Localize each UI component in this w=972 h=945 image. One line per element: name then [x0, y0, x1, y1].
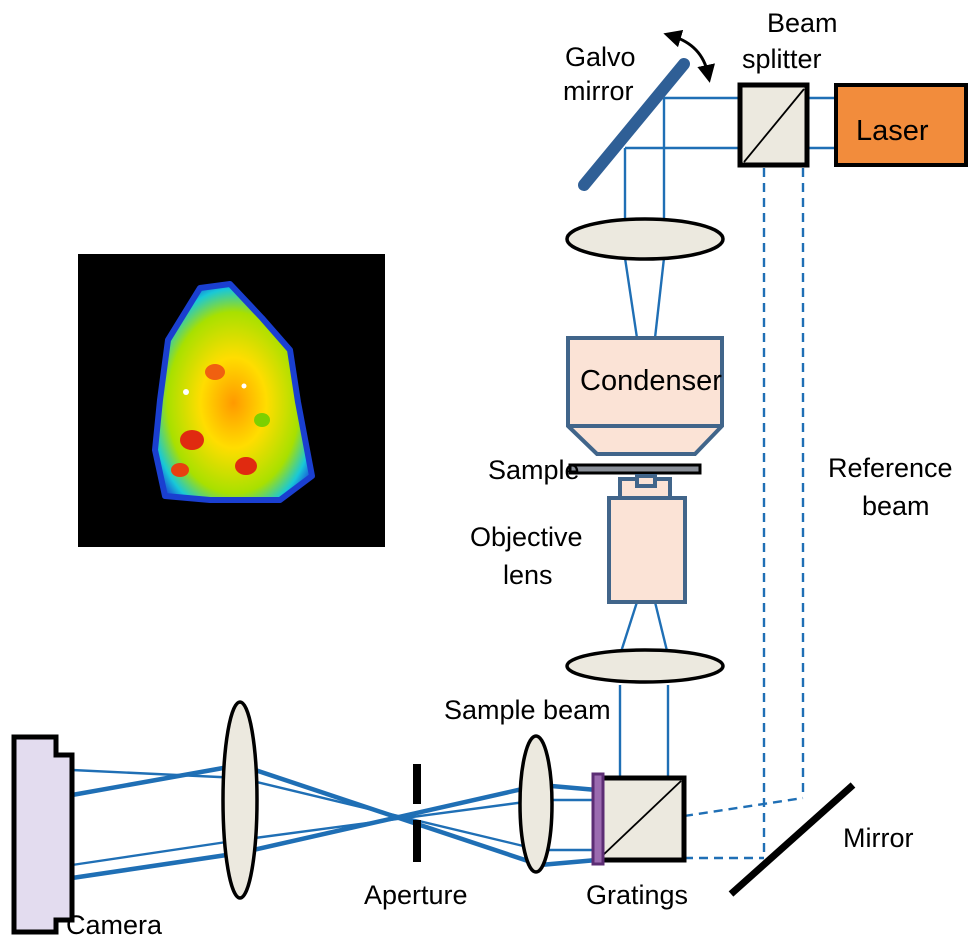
camera-label: Camera: [66, 910, 163, 940]
sample-beam-label: Sample beam: [444, 695, 611, 725]
reference-mirror: [728, 782, 856, 897]
galvo-mirror-label-line2: mirror: [563, 76, 633, 106]
reference-beam-label-line2: beam: [862, 491, 930, 521]
reference-beam-path: [683, 168, 805, 860]
galvo-mirror-label-line1: Galvo: [565, 42, 636, 72]
condenser-label: Condenser: [580, 365, 722, 397]
objective-label-line1: Objective: [470, 522, 583, 552]
objective-label-line2: lens: [503, 560, 553, 590]
output-beams: [71, 762, 598, 881]
curved-double-arrow-icon: [663, 29, 715, 83]
reference-beam-label-line1: Reference: [828, 453, 953, 483]
camera-lens: [221, 700, 259, 900]
beam-splitter-label-line1: Beam: [767, 8, 838, 38]
sample-slide: [568, 463, 702, 475]
fourier-lens-right: [518, 734, 554, 874]
galvo-mirror: [578, 58, 690, 191]
beam-splitter-label-line2: splitter: [742, 44, 822, 74]
mirror-label: Mirror: [843, 823, 913, 853]
relay-lens-top: [565, 217, 725, 261]
relay-lens-middle: [565, 648, 725, 684]
beam-splitter-cube: [737, 82, 810, 168]
aperture-label: Aperture: [364, 880, 468, 910]
phase-image-thumbnail: [78, 254, 385, 547]
diffraction-gratings: [591, 772, 605, 866]
sample-label: Sample: [488, 455, 580, 485]
gratings-label: Gratings: [586, 880, 688, 910]
condenser: Condenser: [566, 336, 724, 456]
camera-body: [11, 734, 75, 935]
laser-label: Laser: [856, 115, 929, 147]
combining-cube: [595, 775, 687, 863]
aperture: [413, 764, 421, 862]
objective-lens: [607, 474, 687, 604]
laser-source: Laser: [834, 83, 968, 167]
